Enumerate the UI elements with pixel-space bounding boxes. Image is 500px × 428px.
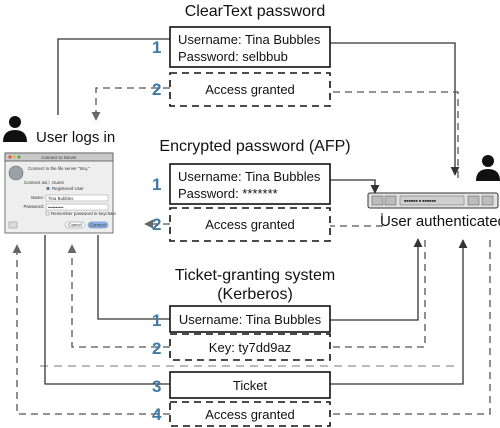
s2-step1-line bbox=[330, 179, 380, 194]
s3-step4-line-right bbox=[330, 240, 491, 415]
dialog-password-field bbox=[45, 203, 109, 211]
s2-step2-number: 2 bbox=[152, 215, 161, 234]
dialog-zoom-icon bbox=[17, 155, 21, 159]
s1-step2-number: 2 bbox=[152, 80, 161, 99]
dialog-cancel-button bbox=[64, 221, 86, 229]
connect-dialog: Connect to Server Connect to the file se… bbox=[4, 152, 116, 234]
s3-step1-box bbox=[169, 305, 331, 333]
s2-step2-line-right bbox=[330, 213, 383, 227]
s3-step1-line-left bbox=[97, 235, 170, 320]
s3-step4-number: 4 bbox=[152, 405, 162, 424]
s3-step3-line-right bbox=[330, 239, 468, 385]
server-user-icon bbox=[476, 155, 500, 181]
dialog-close-icon bbox=[8, 155, 12, 159]
gear-icon bbox=[8, 221, 18, 229]
s3-step3-box bbox=[169, 371, 331, 399]
dialog-connect-as-label: Connect as: bbox=[24, 180, 47, 185]
section-3-title-line1: Ticket-granting system bbox=[175, 267, 335, 284]
s1-step1-box bbox=[169, 26, 331, 68]
s3-step2-line-right bbox=[330, 240, 426, 348]
dialog-prompt: Connect to the file server "tmq." bbox=[28, 166, 90, 171]
server-rack: ■■■■■■ ■ ■■■■■■ bbox=[367, 192, 499, 209]
s3-step1-line-right bbox=[330, 238, 423, 321]
s1-step2-line-right bbox=[330, 91, 459, 178]
s3-step1-line1: Username: Tina Bubbles bbox=[179, 312, 322, 327]
section-3-title-line2: (Kerberos) bbox=[217, 286, 293, 303]
dialog-name-field bbox=[45, 194, 109, 202]
dialog-remember-label: Remember password in keychain bbox=[51, 211, 116, 216]
client-user-icon bbox=[3, 116, 27, 142]
connectors bbox=[12, 38, 491, 415]
dialog-guest-option: Guest bbox=[52, 180, 64, 185]
s2-step1-line2: Password: ******* bbox=[178, 186, 278, 201]
s3-step2-box bbox=[169, 333, 331, 361]
s3-step3-number: 3 bbox=[152, 377, 161, 396]
s3-step3-line1: Ticket bbox=[233, 378, 268, 393]
dialog-registered-option: Registered User bbox=[52, 186, 84, 191]
dialog-password-value: •••••••••• bbox=[48, 205, 64, 210]
s1-step1-line1: Username: Tina Bubbles bbox=[178, 32, 321, 47]
dialog-password-label: Password: bbox=[24, 204, 45, 209]
globe-icon bbox=[8, 165, 24, 181]
s3-step1-number: 1 bbox=[152, 311, 161, 330]
dialog-minimize-icon bbox=[12, 155, 17, 159]
dialog-connect-button bbox=[87, 221, 109, 229]
s1-step1-line-right bbox=[330, 42, 460, 176]
dialog-title: Connect to Server bbox=[41, 155, 77, 160]
s3-step2-line-left bbox=[67, 244, 170, 348]
s2-step2-box bbox=[169, 207, 331, 242]
remember-checkbox bbox=[45, 211, 50, 216]
section-2-title: Encrypted password (AFP) bbox=[159, 138, 350, 155]
dialog-connect-label: Connect bbox=[90, 223, 107, 228]
s2-step2-line1: Access granted bbox=[205, 217, 295, 232]
guest-radio bbox=[46, 180, 50, 185]
dialog-name-label: Name: bbox=[31, 195, 44, 200]
s1-step1-line2: Password: selbbub bbox=[178, 49, 288, 64]
client-label: User logs in bbox=[36, 129, 115, 146]
s3-step4-line-left bbox=[12, 244, 170, 415]
s3-step2-number: 2 bbox=[152, 339, 161, 358]
dialog-name-value: Tina Bubbles bbox=[48, 196, 74, 201]
s3-step4-line1: Access granted bbox=[205, 407, 295, 422]
s1-step2-line-left bbox=[91, 87, 170, 121]
registered-radio bbox=[46, 186, 50, 191]
s3-step3-line-left bbox=[44, 235, 170, 385]
s2-step1-box bbox=[169, 163, 331, 205]
server-label: User authenticated bbox=[380, 213, 500, 230]
s2-step1-number: 1 bbox=[152, 175, 161, 194]
s1-step2-box bbox=[169, 72, 331, 107]
server-panel-text: ■■■■■■ ■ ■■■■■■ bbox=[404, 199, 437, 203]
s1-step2-line1: Access granted bbox=[205, 82, 295, 97]
s2-step1-line1: Username: Tina Bubbles bbox=[178, 169, 321, 184]
s3-step4-box bbox=[169, 401, 331, 427]
s3-step2-line1: Key: ty7dd9az bbox=[209, 340, 291, 355]
section-1-title: ClearText password bbox=[185, 3, 326, 20]
s1-step1-number: 1 bbox=[152, 38, 161, 57]
s1-step1-line-left bbox=[57, 38, 170, 115]
dialog-cancel-label: Cancel bbox=[68, 223, 82, 228]
